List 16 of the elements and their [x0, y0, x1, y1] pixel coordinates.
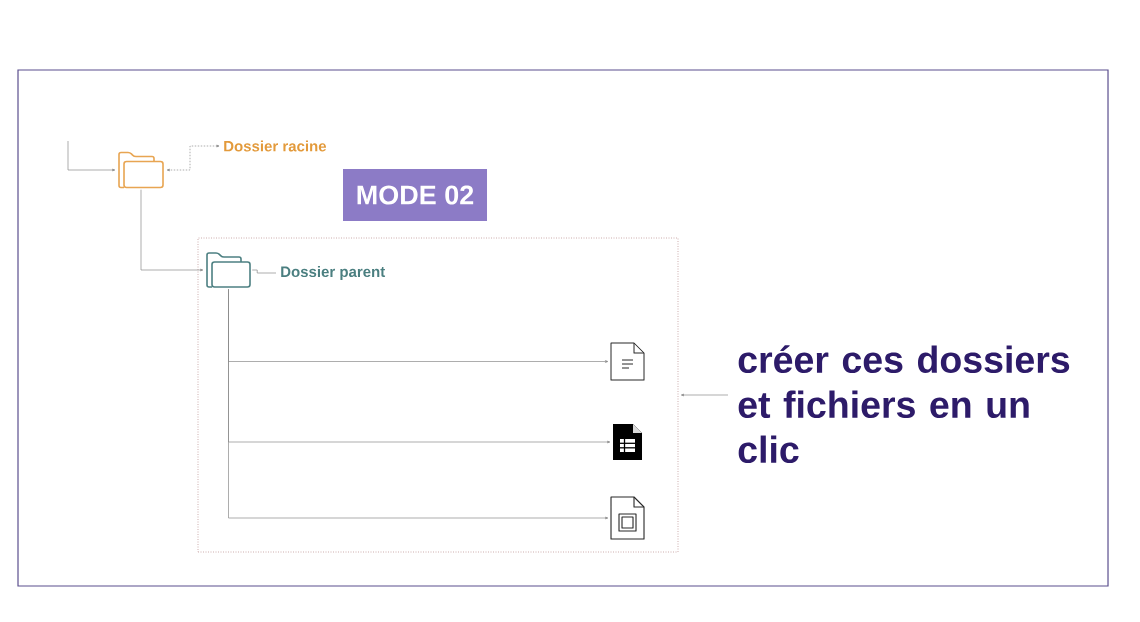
mode-badge: MODE 02: [343, 169, 487, 221]
connector-line: [251, 269, 277, 274]
arrow: [67, 140, 116, 172]
spreadsheet-icon: [613, 424, 642, 460]
note-text: créer ces dossiers et fichiers en un clic: [738, 345, 1070, 464]
folder-icon: [118, 151, 164, 189]
arrow: [680, 393, 729, 397]
folder-icon: [206, 252, 251, 288]
dotted-box: [197, 237, 679, 553]
folder-label: Dossier racine: [224, 140, 327, 152]
arrow: [166, 144, 220, 172]
document-icon: [610, 342, 645, 381]
slide-icon: [610, 496, 645, 540]
arrow: [140, 189, 204, 272]
folder-label: Dossier parent: [281, 266, 386, 280]
arrow: [228, 288, 609, 520]
